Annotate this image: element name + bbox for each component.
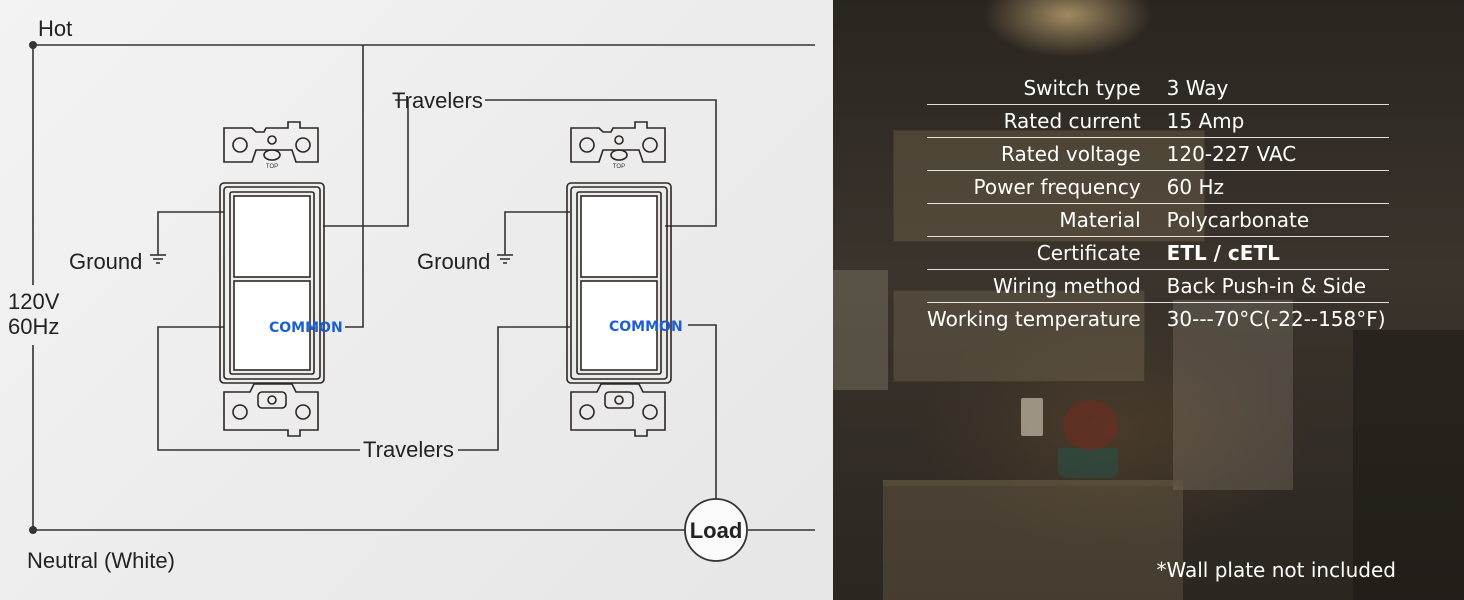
switch-right-body-inner <box>570 186 668 380</box>
screw-hole-icon <box>614 135 624 145</box>
screw-hole-icon <box>295 404 311 420</box>
switch-right-bottom-yoke <box>570 383 666 437</box>
voltage-label: 120V <box>8 289 60 314</box>
ground-right-wire <box>504 211 570 255</box>
travelers-bottom-label: Travelers <box>363 437 454 462</box>
common-left-label: COMMON <box>269 320 343 336</box>
load-circle <box>684 498 748 562</box>
screw-hole-icon <box>295 137 311 153</box>
switch-left-top-yoke <box>223 121 319 163</box>
ground-left-label: Ground <box>69 249 142 274</box>
spec-label: Wiring method <box>927 269 1167 303</box>
screw-hole-icon <box>614 395 624 405</box>
spec-value: Polycarbonate <box>1166 203 1389 237</box>
hot-to-common-wire <box>345 45 364 328</box>
spec-label: Working temperature <box>927 307 1141 331</box>
screw-slot-icon <box>604 391 634 409</box>
frequency-label: 60Hz <box>8 314 59 339</box>
switch-right-top-mark: TOP <box>613 164 625 170</box>
screw-hole-icon <box>267 395 277 405</box>
travelers-top-label: Travelers <box>392 88 483 113</box>
switch-left-rocker-bottom <box>233 280 311 371</box>
screw-slot-icon <box>257 391 287 409</box>
switch-right-top-yoke <box>570 121 666 163</box>
ground-left-wire <box>157 211 224 255</box>
spec-value: 15 Amp <box>1166 104 1389 138</box>
screw-slot-icon <box>263 149 281 161</box>
spec-label: Switch type <box>927 72 1167 105</box>
traveler-bottom-left-wire <box>157 326 360 451</box>
screw-hole-icon <box>267 135 277 145</box>
switch-right-body <box>566 182 672 384</box>
screw-hole-icon <box>579 137 595 153</box>
spec-label: Material <box>927 203 1167 237</box>
switch-left-body <box>219 182 325 384</box>
switch-right-rocker-top <box>580 195 658 278</box>
spec-label: Rated current <box>927 104 1167 138</box>
wiring-diagram-panel: TOP TOP Hot Neutral (White) 120V 60Hz Tr… <box>0 0 833 600</box>
switch-left-body-inner <box>223 186 321 380</box>
wires <box>32 44 815 531</box>
traveler-top-left-wire <box>323 99 409 227</box>
hot-terminal <box>29 41 37 49</box>
wall-plate-note: *Wall plate not included <box>1156 558 1396 582</box>
spec-label: Power frequency <box>927 170 1167 204</box>
screw-slot-icon <box>610 149 628 161</box>
switch-left <box>219 121 325 437</box>
spec-value: 60 Hz <box>1166 170 1389 204</box>
common-to-load-wire <box>688 324 717 500</box>
spec-value: 3 Way <box>1166 72 1389 105</box>
neutral-label: Neutral (White) <box>27 548 175 573</box>
switch-right-rocker-bottom <box>580 280 658 371</box>
switch-left-rocker-top <box>233 195 311 278</box>
hot-label: Hot <box>38 16 72 41</box>
screw-hole-icon <box>642 404 658 420</box>
traveler-top-right-wire <box>485 99 717 227</box>
load-label: Load <box>690 518 743 543</box>
wiring-diagram: TOP TOP Hot Neutral (White) 120V 60Hz Tr… <box>8 16 815 573</box>
common-right-label: COMMON <box>609 319 683 335</box>
switch-left-bottom-yoke <box>223 383 319 437</box>
spec-value: 30---70°C(-22--158°F) <box>1166 307 1386 331</box>
ground-right-label: Ground <box>417 249 490 274</box>
neutral-terminal <box>29 526 37 534</box>
switch-left-frame <box>229 191 315 375</box>
spec-value: Back Push-in & Side <box>1166 269 1389 303</box>
switch-left-top-mark: TOP <box>266 164 278 170</box>
spec-value: ETL / cETL <box>1166 236 1389 270</box>
spec-value: 120-227 VAC <box>1166 137 1389 171</box>
spec-label: Certificate <box>927 236 1167 270</box>
switch-right <box>566 121 672 437</box>
screw-hole-icon <box>232 137 248 153</box>
traveler-bottom-right-wire <box>458 326 570 451</box>
screw-hole-icon <box>642 137 658 153</box>
spec-label: Rated voltage <box>927 137 1167 171</box>
screw-hole-icon <box>579 404 595 420</box>
screw-hole-icon <box>232 404 248 420</box>
spec-row: Working temperature 30---70°C(-22--158°F) <box>927 303 1389 336</box>
switch-right-frame <box>576 191 662 375</box>
